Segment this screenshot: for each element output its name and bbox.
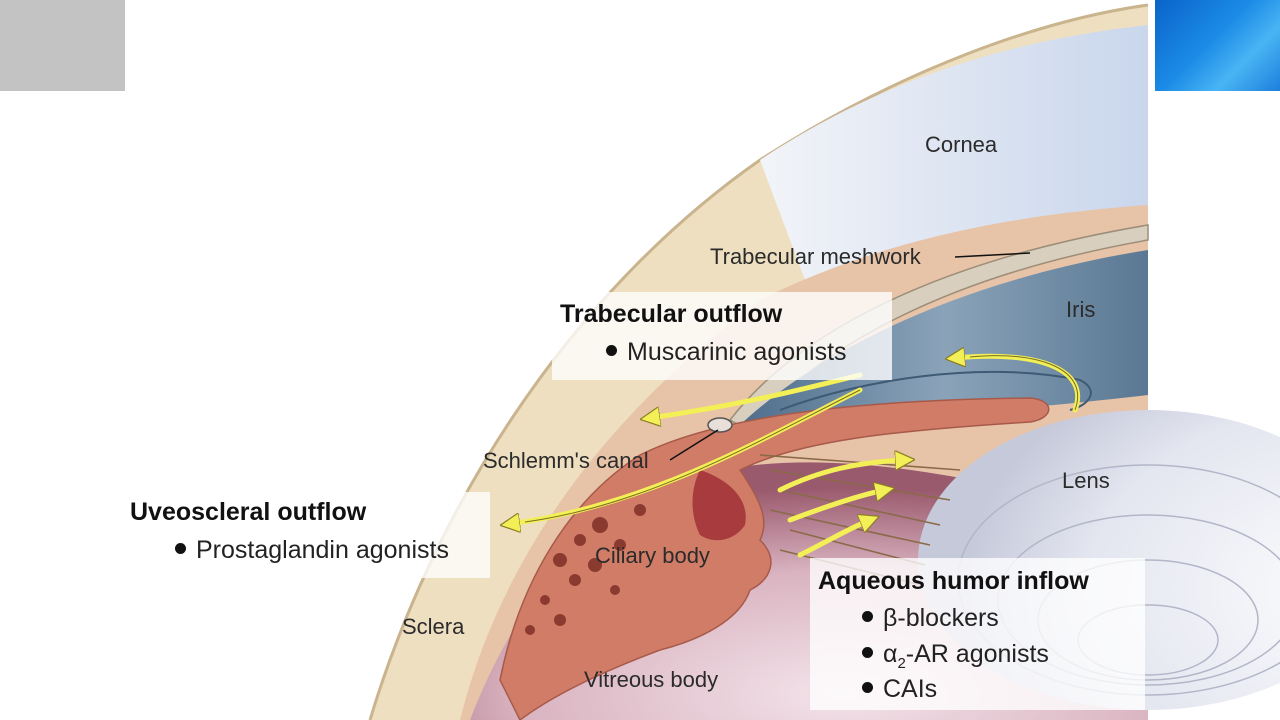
- heading-uveoscleral-outflow: Uveoscleral outflow: [130, 498, 367, 526]
- bullet-icon: [862, 646, 873, 658]
- bullet-icon: [862, 681, 873, 693]
- ciliary-arrow-1: [777, 460, 905, 493]
- bullet-icon: [175, 542, 186, 554]
- heading-aqueous-humor-inflow: Aqueous humor inflow: [818, 567, 1089, 595]
- label-schlemms-canal: Schlemm's canal: [483, 448, 649, 473]
- heading-trabecular-outflow: Trabecular outflow: [560, 300, 783, 328]
- cornea-shape: [760, 25, 1148, 320]
- label-sclera: Sclera: [402, 614, 465, 639]
- corner-blue-block: [1155, 0, 1280, 91]
- drug-alpha2-ar-agonists: α2-AR agonists: [862, 642, 1049, 671]
- label-lens: Lens: [1062, 468, 1110, 493]
- drug-cais: CAIs: [862, 677, 937, 702]
- drug-prostaglandin-agonists: Prostaglandin agonists: [175, 538, 449, 563]
- label-vitreous-body: Vitreous body: [584, 667, 719, 692]
- label-trabecular-meshwork: Trabecular meshwork: [710, 244, 921, 269]
- ciliary-body-shape: [499, 397, 1050, 720]
- label-cornea: Cornea: [925, 132, 998, 157]
- drug-muscarinic-agonists: Muscarinic agonists: [606, 340, 847, 365]
- ciliary-arrow-3: [797, 520, 870, 558]
- uveoscleral-panel: [120, 492, 490, 578]
- schlemms-canal-shape: [707, 417, 733, 433]
- label-ciliary-body: Ciliary body: [595, 543, 710, 568]
- ciliary-arrow-2: [787, 490, 885, 523]
- trabecular-panel: [552, 292, 892, 380]
- bullet-icon: [862, 610, 873, 622]
- drug-beta-blockers: β-blockers: [862, 606, 999, 631]
- label-iris: Iris: [1066, 297, 1096, 322]
- trabecular-arrow: [650, 372, 863, 418]
- bullet-icon: [606, 344, 617, 356]
- corner-gray-block: [0, 0, 125, 91]
